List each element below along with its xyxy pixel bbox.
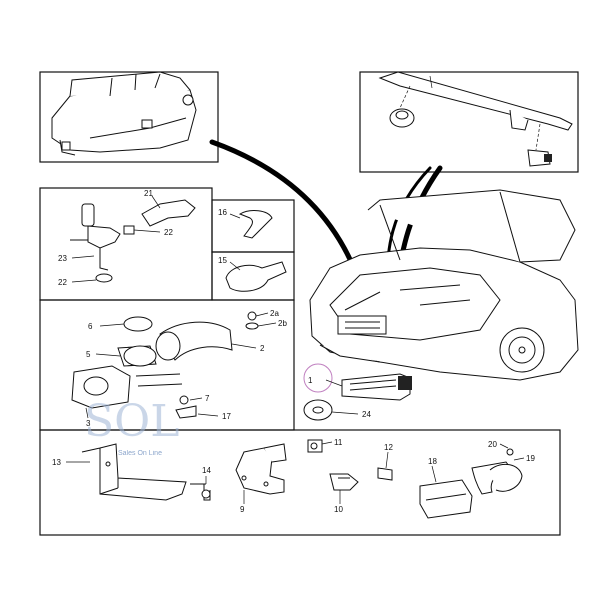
label-24: 24 <box>362 410 371 419</box>
intake-housing-panel <box>39 71 219 163</box>
part-labels: 21 22 23 22 16 15 2a 2b 6 2 5 1 7 24 17 … <box>52 189 535 514</box>
label-16: 16 <box>218 208 227 217</box>
watermark-tagline: Sales On Line <box>118 450 162 457</box>
watermark: SOL Sales On Line <box>84 396 179 457</box>
label-5: 5 <box>86 350 91 359</box>
label-11: 11 <box>334 438 343 447</box>
label-18: 18 <box>428 457 437 466</box>
watermark-logo: SOL <box>84 396 179 447</box>
label-23: 23 <box>58 254 67 263</box>
label-2: 2 <box>260 344 265 353</box>
intake-pipe-panel <box>39 299 295 431</box>
label-2a: 2a <box>270 309 279 318</box>
highlight-circle <box>303 363 333 393</box>
label-9: 9 <box>240 505 245 514</box>
clip-15-panel <box>211 251 295 301</box>
label-22-upper: 22 <box>164 228 173 237</box>
label-1: 1 <box>308 376 313 385</box>
label-13: 13 <box>52 458 61 467</box>
fuel-rail-panel <box>359 71 579 173</box>
label-14: 14 <box>202 466 211 475</box>
label-3: 3 <box>86 419 91 428</box>
label-20: 20 <box>488 440 497 449</box>
hose-valve-panel <box>39 187 213 301</box>
label-10: 10 <box>334 505 343 514</box>
label-2b: 2b <box>278 319 287 328</box>
label-21: 21 <box>144 189 153 198</box>
label-19: 19 <box>526 454 535 463</box>
label-7: 7 <box>205 394 210 403</box>
bracket-panel <box>39 429 561 536</box>
label-6: 6 <box>88 322 93 331</box>
label-12: 12 <box>384 443 393 452</box>
label-22-lower: 22 <box>58 278 67 287</box>
sensor-group <box>303 363 412 421</box>
label-15: 15 <box>218 256 227 265</box>
car-illustration <box>309 189 579 381</box>
label-17: 17 <box>222 412 231 421</box>
